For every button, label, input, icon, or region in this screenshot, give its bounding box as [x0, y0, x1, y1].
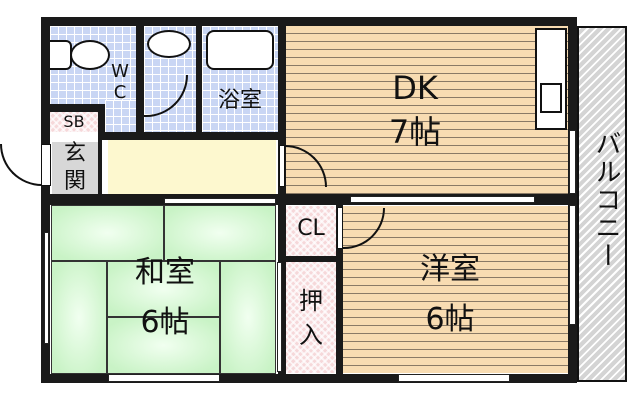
- kitchen-sink-icon: [540, 83, 562, 113]
- wc-lower-floor: [105, 100, 136, 132]
- dk-floor: [286, 26, 568, 194]
- tatami-mat: [164, 205, 276, 261]
- wall-genkan-right: [98, 140, 102, 194]
- washitsu-label: 和室 6帖: [135, 255, 195, 340]
- sliding-door-washitsu[interactable]: [164, 198, 276, 204]
- outer-wall-top: [41, 17, 577, 26]
- bath-label: 浴室: [217, 88, 262, 113]
- bathtub-icon: [206, 30, 274, 70]
- window-youshitsu-balcony: [569, 205, 576, 325]
- youshitsu-label: 洋室 6帖: [420, 252, 480, 337]
- genkan-label: 玄 関: [63, 141, 86, 194]
- toilet-tank: [50, 40, 72, 70]
- oshiire-label: 押 入: [299, 287, 323, 349]
- fusuma-oshiire[interactable]: [277, 262, 282, 372]
- closet-label: CL: [297, 216, 325, 241]
- tatami-mat: [220, 261, 276, 374]
- wall-sb-top: [41, 104, 105, 112]
- sb-floor: [50, 112, 98, 132]
- wall-wc-right: [136, 26, 144, 138]
- dk-door[interactable]: [279, 145, 285, 187]
- dk-label: DK 7帖: [388, 69, 442, 151]
- wall-wet-bottom: [98, 132, 286, 140]
- tatami-mat: [107, 261, 220, 317]
- window-dk-balcony: [569, 130, 576, 194]
- youshitsu-door[interactable]: [337, 207, 343, 249]
- tatami-mat: [51, 261, 107, 374]
- wall-storage-right: [336, 194, 343, 383]
- genkan-floor: [52, 142, 98, 194]
- window-youshitsu-bottom: [398, 374, 510, 382]
- outer-wall-bottom: [41, 374, 577, 383]
- balcony-label: バルコニー: [591, 130, 621, 270]
- entrance-door-swing: [0, 144, 42, 186]
- wall-sb-right: [98, 104, 105, 138]
- closet-floor: [286, 206, 336, 258]
- entrance-door[interactable]: [41, 144, 51, 186]
- tatami-mat: [107, 317, 220, 374]
- wc-label: W C: [111, 61, 129, 103]
- kitchen-counter: [535, 28, 567, 130]
- washbasin-icon: [147, 30, 191, 58]
- toilet-bowl: [70, 40, 110, 70]
- hallway-floor: [108, 140, 276, 194]
- window-washitsu-left: [44, 232, 49, 344]
- wall-cl-bottom: [278, 256, 342, 262]
- sb-label: SB: [63, 112, 85, 131]
- sliding-door-dk-youshitsu[interactable]: [350, 196, 535, 203]
- window-washitsu-bottom: [108, 374, 220, 382]
- wall-hall-bottom: [41, 194, 577, 205]
- youshitsu-floor: [343, 206, 568, 373]
- balcony-floor: [577, 26, 627, 382]
- tatami-mat: [51, 205, 164, 261]
- oshiire-floor: [286, 262, 336, 373]
- wall-basin-right: [196, 26, 202, 138]
